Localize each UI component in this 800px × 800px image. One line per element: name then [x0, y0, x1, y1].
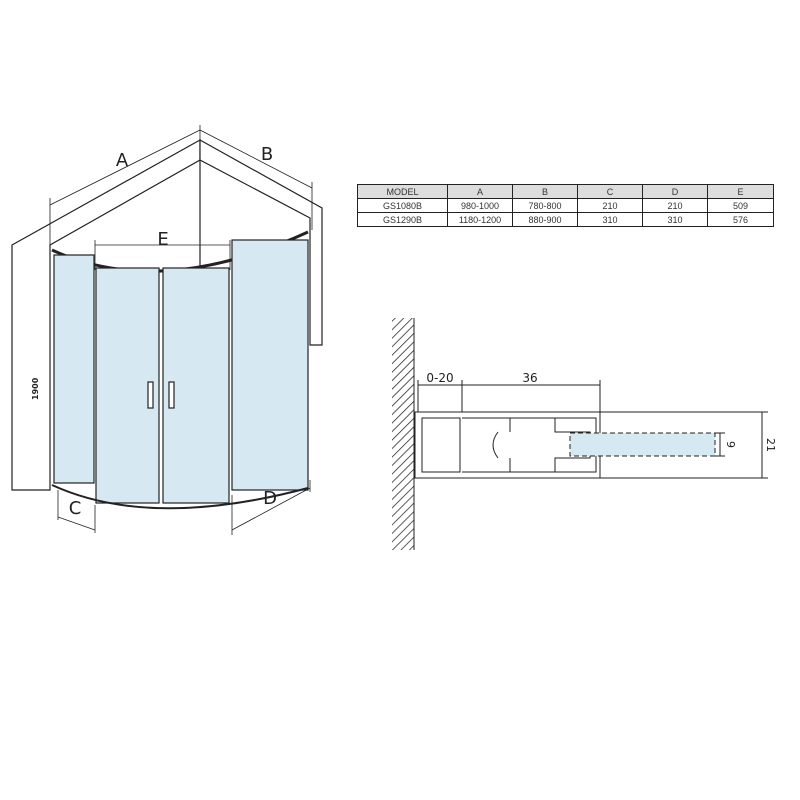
cell: 980-1000: [447, 198, 513, 213]
glass-panel: [569, 432, 716, 457]
cell: 210: [577, 198, 643, 213]
cell: GS1290B: [357, 212, 448, 227]
dimensions-table: MODEL A B C D E GS1080B 980-1000 780-800…: [357, 184, 774, 227]
label-gap: 0-20: [426, 371, 453, 385]
header-c: C: [577, 184, 643, 199]
label-e: E: [157, 229, 168, 250]
label-c: C: [69, 498, 82, 519]
label-glass: 9: [724, 441, 737, 448]
label-b: B: [261, 144, 273, 165]
profile-section: [392, 318, 768, 550]
dimension-lines: [49, 125, 313, 535]
cell: GS1080B: [357, 198, 448, 213]
cell: 1180-1200: [447, 212, 513, 227]
cell: 310: [642, 212, 708, 227]
cell: 509: [707, 198, 774, 213]
left-fixed-panel: [53, 254, 95, 484]
cell: 310: [577, 212, 643, 227]
header-e: E: [707, 184, 774, 199]
table-header: MODEL A B C D E: [357, 184, 774, 199]
table-row: GS1290B 1180-1200 880-900 310 310 576: [357, 212, 774, 227]
label-width: 36: [522, 371, 537, 385]
left-handle: [147, 381, 154, 409]
header-b: B: [512, 184, 578, 199]
right-handle: [168, 381, 175, 409]
cell: 780-800: [512, 198, 578, 213]
table-row: GS1080B 980-1000 780-800 210 210 509: [357, 198, 774, 213]
label-depth: 21: [764, 438, 777, 452]
label-a: A: [116, 150, 129, 171]
shower-enclosure: [11, 138, 323, 510]
cell: 576: [707, 212, 774, 227]
label-d: D: [263, 488, 277, 509]
header-model: MODEL: [357, 184, 448, 199]
right-fixed-panel: [231, 239, 309, 491]
wall-hatch: [392, 318, 414, 550]
header-d: D: [642, 184, 708, 199]
cell: 210: [642, 198, 708, 213]
header-a: A: [447, 184, 513, 199]
shower-tray-bottom: [51, 484, 309, 510]
cell: 880-900: [512, 212, 578, 227]
label-height: 1900: [31, 377, 40, 400]
